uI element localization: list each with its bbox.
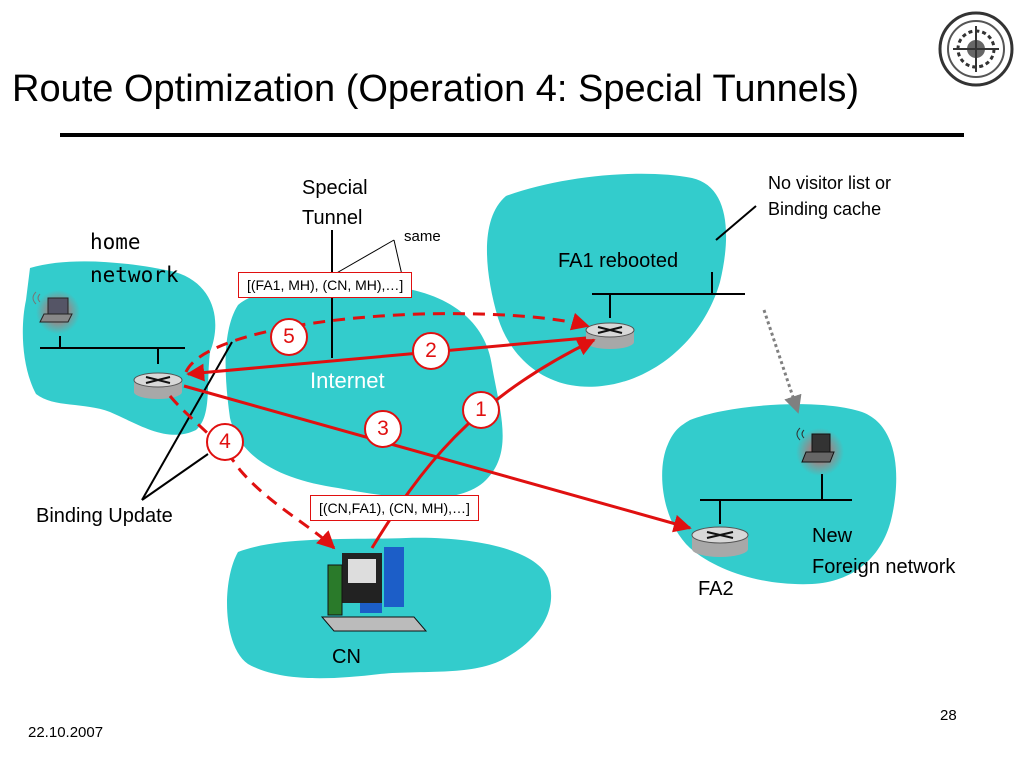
fa1-router (585, 322, 635, 349)
cn-computer-icon (320, 547, 428, 632)
fa2-label: FA2 (698, 578, 734, 600)
step-badge-2: 2 (412, 332, 450, 370)
fa2-router (691, 526, 749, 557)
new-foreign-label-line1: New (812, 525, 853, 547)
cn-header-box: [(CN,FA1), (CN, MH),…] (310, 495, 479, 521)
fa1-network-cloud (486, 173, 727, 387)
no-visitor-label-line1: No visitor list or (768, 173, 892, 193)
slide-title: Route Optimization (Operation 4: Special… (12, 68, 859, 110)
footer-date: 22.10.2007 (28, 724, 104, 741)
title-underline (60, 133, 964, 137)
fa1-rebooted-label: FA1 rebooted (558, 250, 679, 272)
step-badge-1: 1 (462, 391, 500, 429)
home-network-label-line1: home (90, 230, 141, 254)
special-tunnel-label-line1: Special (302, 177, 368, 199)
page-number: 28 (940, 707, 957, 724)
institute-seal-logo (938, 11, 1014, 87)
home-network-label-line2: network (90, 263, 179, 287)
mobile-host-home-icon (32, 290, 80, 334)
cn-label: CN (332, 646, 361, 668)
tunnel-header-box: [(FA1, MH), (CN, MH),…] (238, 272, 413, 298)
no-visitor-label-line2: Binding cache (768, 199, 882, 219)
binding-update-label: Binding Update (36, 505, 173, 527)
arrow-2-fa1-to-ha (186, 336, 587, 382)
step-badge-5: 5 (270, 318, 308, 356)
cn-network-cloud (227, 537, 552, 679)
special-tunnel-path (184, 312, 590, 373)
new-foreign-label-line2: Foreign network (812, 556, 956, 578)
step-badge-4: 4 (206, 423, 244, 461)
home-agent-router (133, 372, 183, 399)
binding-update-path (168, 395, 336, 550)
internet-label: Internet (310, 368, 385, 393)
mobile-host-new-icon (796, 427, 844, 476)
same-label: same (404, 228, 441, 245)
step-badge-3: 3 (364, 410, 402, 448)
move-arrow (762, 309, 802, 414)
special-tunnel-label-line2: Tunnel (302, 207, 363, 229)
